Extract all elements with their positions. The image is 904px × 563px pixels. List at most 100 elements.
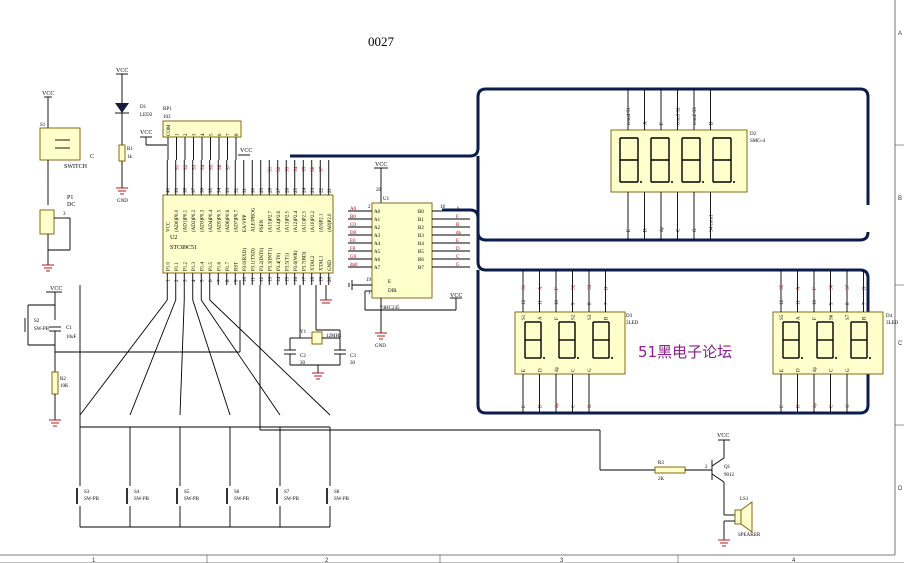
button-ref: S4 <box>134 490 140 495</box>
buffer-body <box>371 202 433 299</box>
buffer-a-pin: A0 <box>374 210 381 215</box>
display-top-top-pin: com2 S3 <box>693 107 698 125</box>
buffer-pin-e: 19 <box>366 278 372 283</box>
r2-body <box>51 371 59 395</box>
mcu-chip: U2 STC89C51 40VCC1P1.039(AD0)P0.02P1.138… <box>79 160 334 416</box>
r3-body <box>654 466 686 474</box>
mcu-p2-net: S1 <box>268 166 273 172</box>
q1-part: 9012 <box>724 473 735 478</box>
vcc-label-245: VCC <box>375 162 387 168</box>
mcu-bottom-pin-name: P3.7(RD) <box>302 251 307 271</box>
vcc-label-mcu: VCC <box>240 148 252 154</box>
buffer-chip: VCC 20 U1 A0A0B0AA1B0B1FA2C0B2BA3D0B3dpA… <box>348 162 470 349</box>
mcu-bottom-pin-name: P1.7 <box>226 261 231 271</box>
mcu-bottom-pin-num: 15 <box>285 277 290 283</box>
buffer-pin-b0: 18 <box>440 205 446 210</box>
display-top-top-pin: com4 S1 <box>627 107 632 125</box>
power-switch: VCC S1 SWITCH C <box>39 91 94 205</box>
buffer-b-pin: B7 <box>418 266 424 271</box>
led-symbol <box>115 103 129 113</box>
buffer-pin-vcc: 20 <box>376 188 382 193</box>
mcu-bottom-pin-name: P3.3(INT1) <box>268 247 273 271</box>
display-top-pin: S3 <box>588 314 593 320</box>
mcu-bottom-pin-num: 11 <box>251 277 256 282</box>
mcu-p2-net: S3 <box>285 166 290 172</box>
display-top-net: F <box>813 287 818 290</box>
crystal-circuit: Y1 12MHz C2 30 C3 30 <box>284 285 356 380</box>
vcc-label-dir: VCC <box>450 293 462 299</box>
display-top-pin: S1 <box>522 314 527 320</box>
display-bottom-pin: D <box>797 368 802 372</box>
diagram-number: 0027 <box>368 34 395 49</box>
display-top-pin: B <box>863 316 868 320</box>
buffer-ref: U1 <box>383 197 390 202</box>
buffer-out-net: D <box>456 247 460 252</box>
mcu-bottom-pin-name: P3.2(INT0) <box>260 247 265 271</box>
mcu-top-pin-num: 24 <box>302 188 307 194</box>
display-top-pin: S7 <box>846 314 851 320</box>
mcu-top-pin-name: (A15)P2.7 <box>268 211 273 232</box>
border-row-b: B <box>898 196 902 202</box>
display-bottom-net: G <box>588 404 593 408</box>
display-top-top-pin: A <box>644 121 649 125</box>
display-top-net: S2 <box>572 284 577 290</box>
mcu-top-pin-num: 33 <box>226 188 231 194</box>
mcu-top-pin-num: 36 <box>200 188 205 194</box>
mcu-top-pin-name: (A10)P2.2 <box>311 211 316 232</box>
mcu-top-pin-name: (AD5)P0.5 <box>217 209 222 232</box>
rp-pin-label: 8 <box>235 133 240 136</box>
buffer-a-pin: A2 <box>374 226 381 231</box>
mcu-p2-net: S5 <box>302 166 307 172</box>
display-top-bottom-pin: D <box>644 228 649 232</box>
mcu-top-pin-name: (A11)P2.3 <box>302 211 307 232</box>
display-pin-num: 10 <box>813 300 818 306</box>
vcc-label-rp: VCC <box>140 130 152 136</box>
mcu-top-pin-num: 35 <box>209 188 214 194</box>
display-bottom-pin: dp <box>555 367 560 373</box>
power-led: VCC D1 LED2 R1 1k GND <box>115 68 153 204</box>
display-top-bottom-pin: G <box>693 228 698 232</box>
switch-type: SWITCH <box>64 164 88 170</box>
q1-pin-2: 2 <box>705 465 708 470</box>
led-value: LED2 <box>140 113 153 118</box>
rp-pin-label: COM <box>167 124 172 136</box>
c1-ref: C1 <box>66 326 72 331</box>
mcu-bottom-pin-name: XTAL1 <box>319 255 324 271</box>
display-bottom-net: dp <box>555 403 560 409</box>
rp-pin-label: 7 <box>227 133 232 136</box>
buzzer-circuit: R3 2K 2 Q1 9012 VCC LS1 SPEAKER <box>259 285 761 547</box>
button-ref: S8 <box>334 490 340 495</box>
mcu-bottom-pin-num: 10 <box>243 277 248 283</box>
mcu-bottom-pin-num: 2 <box>175 279 180 282</box>
display-top-pin: B <box>605 316 610 320</box>
mcu-top-pin-name: (AD7)P0.7 <box>234 209 239 232</box>
mcu-bottom-pin-name: P1.0 <box>166 261 171 271</box>
mcu-top-pin-num: 21 <box>328 188 333 194</box>
mcu-top-pin-num: 23 <box>311 188 316 194</box>
button-ref: S5 <box>184 490 190 495</box>
rp-pin-label: 5 <box>210 133 215 136</box>
crystal-body <box>311 331 323 345</box>
display-top-bottom-pin: C <box>677 228 682 232</box>
led-ref: D1 <box>140 105 147 110</box>
mcu-top-pin-num: 26 <box>285 188 290 194</box>
button-type: SW-PB <box>334 497 350 502</box>
display-pin-num: 12 <box>522 300 527 306</box>
display-top-net: B <box>605 286 610 290</box>
speaker-cone <box>740 501 753 533</box>
display-bottom-pin: D <box>539 368 544 372</box>
display-pin-num: 12 <box>780 300 785 306</box>
mcu-bottom-pin-name: GND <box>328 260 333 271</box>
display-pin-num: 7 <box>863 302 868 305</box>
buffer-in-net: C0 <box>350 223 356 228</box>
display-bottom-pin: E <box>780 369 785 372</box>
r1-ref: R1 <box>127 147 133 152</box>
c3-ref: C3 <box>350 354 356 359</box>
button-type: SW-PB <box>84 497 100 502</box>
vcc-label-s1: VCC <box>42 91 54 97</box>
gnd-label-led: GND <box>117 199 128 204</box>
display-top-part: SMG-4 <box>750 139 766 144</box>
mcu-bottom-pin-num: 3 <box>183 279 188 282</box>
buffer-in-net: E0 <box>350 239 356 244</box>
display-top-bottom-pin: S4 com1 <box>710 214 715 232</box>
